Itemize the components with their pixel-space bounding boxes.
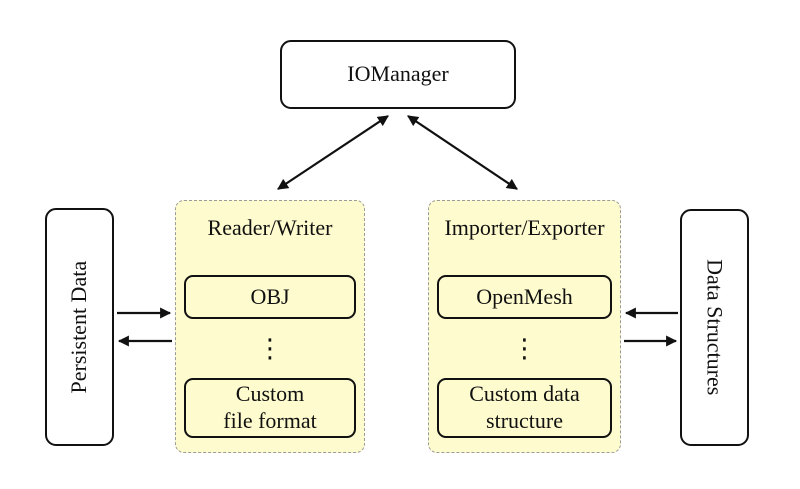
data-structures-label: Data Structures: [702, 259, 728, 396]
custom-data-structure-line1: Custom data: [469, 381, 580, 407]
custom-file-format-node: Custom file format: [184, 378, 356, 438]
custom-file-format-line1: Custom: [235, 381, 305, 407]
arrow-iomanager-readerwriter: [277, 115, 389, 190]
openmesh-node: OpenMesh: [437, 275, 612, 319]
iomanager-label: IOManager: [347, 61, 449, 87]
custom-data-structure-line2: structure: [486, 408, 563, 433]
importer-exporter-group: Importer/Exporter OpenMesh ⋮ Custom data…: [428, 200, 621, 453]
reader-writer-title: Reader/Writer: [207, 215, 333, 240]
importer-exporter-title: Importer/Exporter: [444, 215, 605, 240]
custom-data-structure-node: Custom data structure: [437, 378, 612, 438]
arrow-iomanager-importerexporter: [407, 115, 518, 190]
obj-label: OBJ: [250, 283, 290, 309]
custom-file-format-line2: file format: [223, 408, 317, 433]
reader-writer-group: Reader/Writer OBJ ⋮ Custom file format: [175, 200, 365, 453]
persistent-data-node: Persistent Data: [45, 208, 114, 446]
data-structures-node: Data Structures: [680, 209, 749, 446]
persistent-data-label: Persistent Data: [66, 260, 92, 394]
vertical-ellipsis-icon: ⋮: [257, 334, 283, 364]
vertical-ellipsis-icon: ⋮: [511, 334, 538, 364]
iomanager-node: IOManager: [280, 40, 516, 109]
obj-node: OBJ: [184, 275, 356, 319]
openmesh-label: OpenMesh: [476, 283, 573, 309]
